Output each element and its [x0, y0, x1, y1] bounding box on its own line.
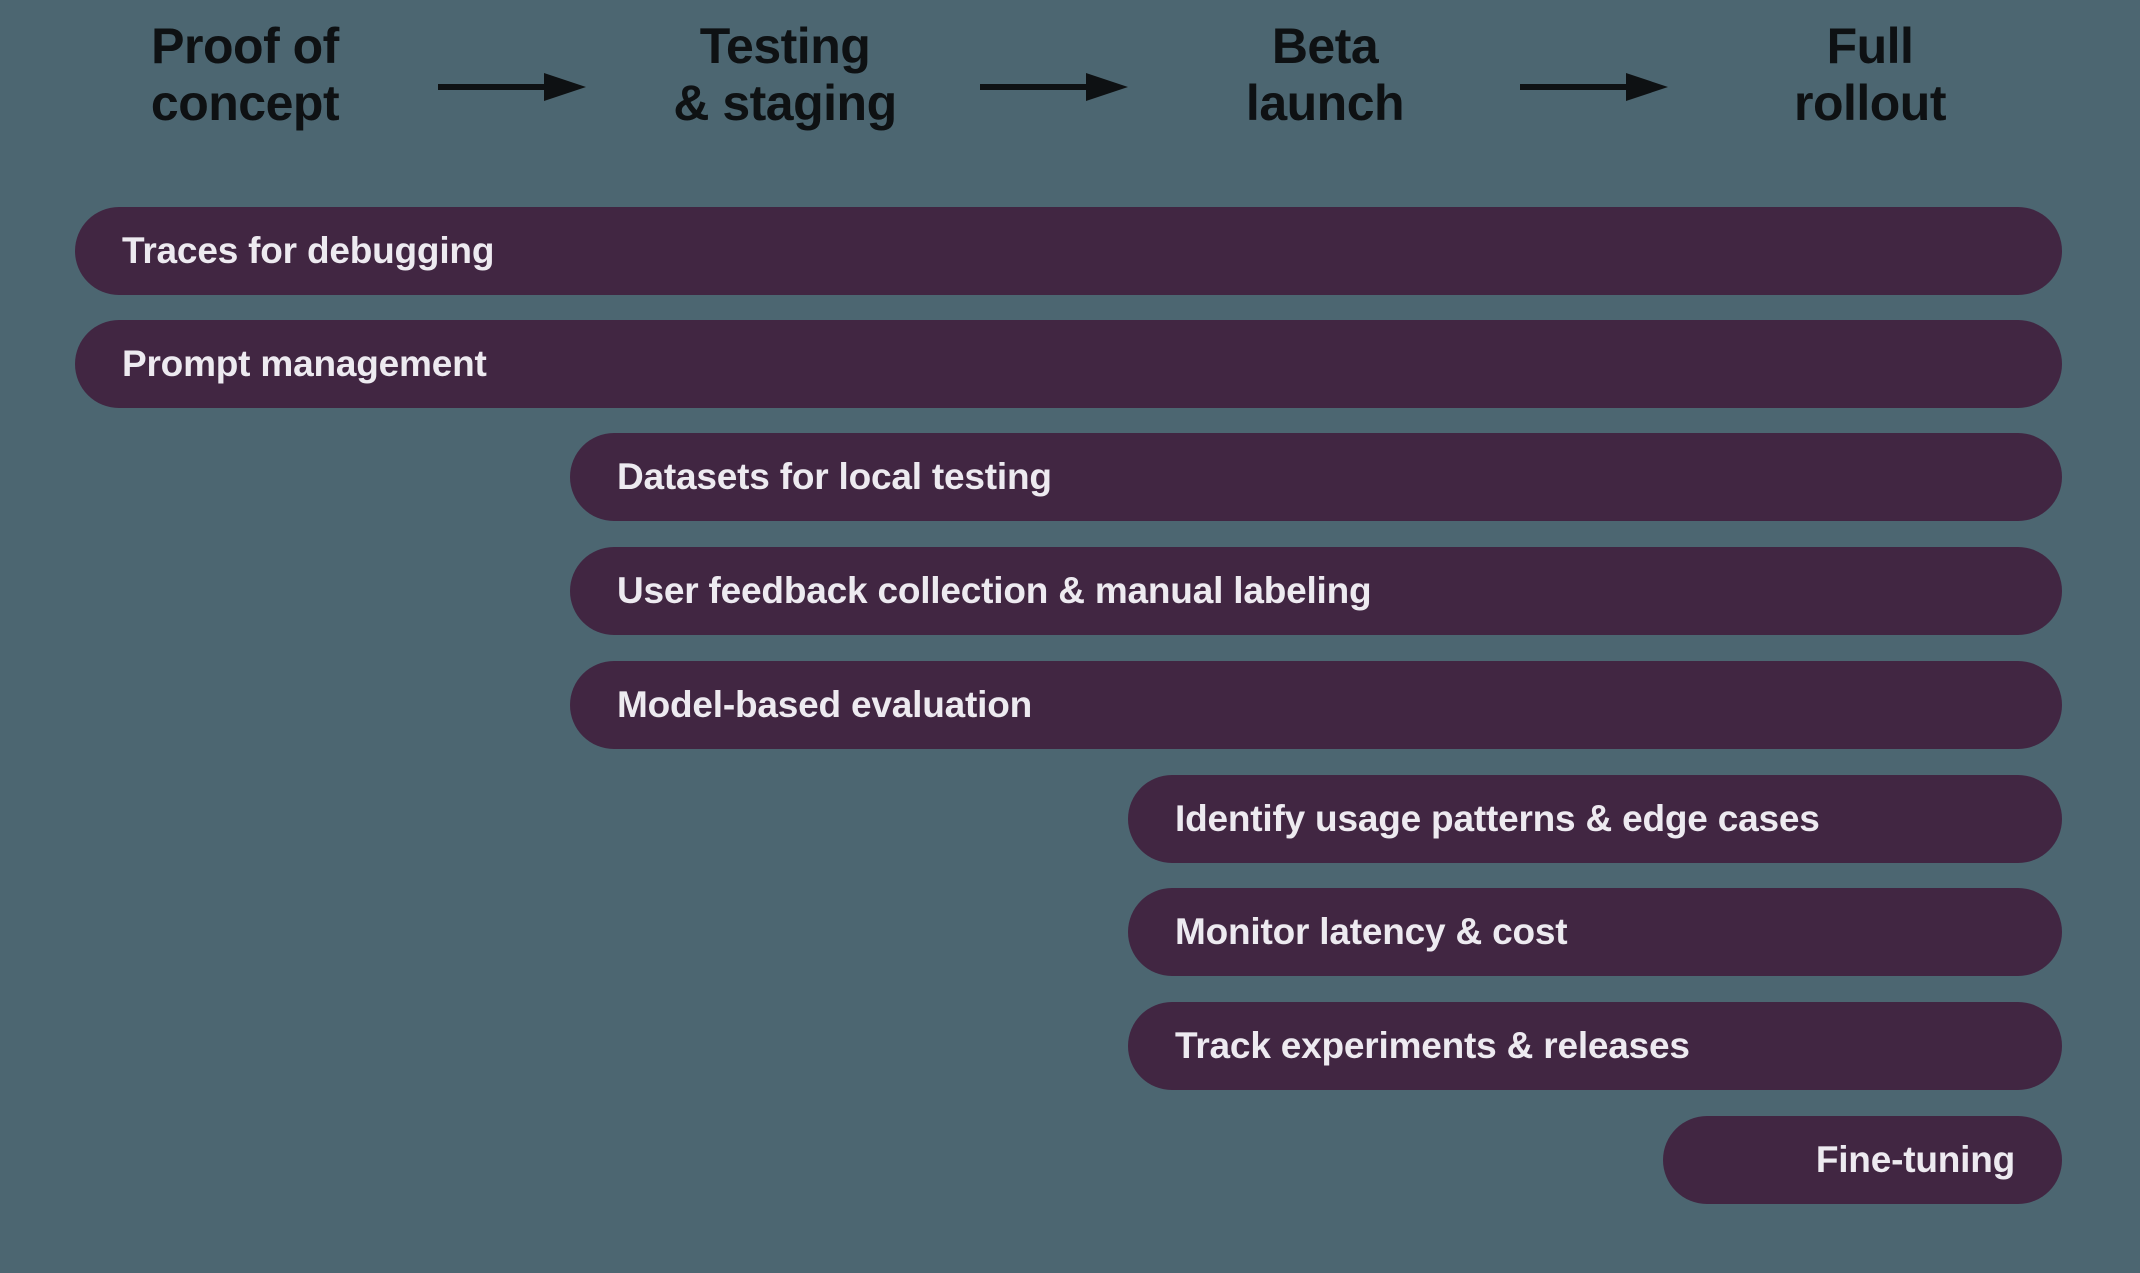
capability-bar-traces-for-debugging[interactable]: Traces for debugging: [75, 207, 2062, 295]
capability-bar-user-feedback-collection[interactable]: User feedback collection & manual labeli…: [570, 547, 2062, 635]
phase-label-testing-and-staging: Testing & staging: [615, 18, 955, 131]
phase-label-line1: Proof of: [151, 18, 339, 74]
capability-bar-label: Traces for debugging: [122, 230, 495, 271]
capability-bar-track-experiments-and-releases[interactable]: Track experiments & releases: [1128, 1002, 2062, 1090]
phase-label-line2: concept: [150, 74, 340, 131]
phase-header-row: Proof of concept Testing & staging Beta …: [0, 0, 2140, 175]
capability-bar-identify-usage-patterns[interactable]: Identify usage patterns & edge cases: [1128, 775, 2062, 863]
phase-label-line2: rollout: [1793, 74, 1947, 131]
arrow-beta-to-rollout-icon: [1520, 72, 1668, 102]
arrow-poc-to-testing-icon: [438, 72, 586, 102]
capability-bar-label: Monitor latency & cost: [1175, 911, 1568, 952]
capability-bar-label: Identify usage patterns & edge cases: [1175, 798, 1820, 839]
capability-bar-label: User feedback collection & manual labeli…: [617, 570, 1372, 611]
capability-bar-label: Model-based evaluation: [617, 684, 1033, 725]
phase-label-line2: & staging: [673, 74, 897, 131]
capability-bar-monitor-latency-and-cost[interactable]: Monitor latency & cost: [1128, 888, 2062, 976]
phase-label-line1: Beta: [1271, 18, 1379, 74]
phase-label-full-rollout: Full rollout: [1700, 18, 2040, 131]
capability-bar-datasets-for-local-testing[interactable]: Datasets for local testing: [570, 433, 2062, 521]
arrow-testing-to-beta-icon: [980, 72, 1128, 102]
capability-bar-label: Fine-tuning: [1815, 1139, 2015, 1180]
capability-bar-label: Prompt management: [122, 343, 487, 384]
capability-bar-label: Track experiments & releases: [1175, 1025, 1690, 1066]
phase-label-proof-of-concept: Proof of concept: [75, 18, 415, 131]
phase-label-line1: Testing: [699, 18, 871, 74]
capability-bar-model-based-evaluation[interactable]: Model-based evaluation: [570, 661, 2062, 749]
phase-label-line1: Full: [1826, 18, 1914, 74]
capability-bar-prompt-management[interactable]: Prompt management: [75, 320, 2062, 408]
capability-bar-fine-tuning[interactable]: Fine-tuning: [1663, 1116, 2062, 1204]
phase-label-line2: launch: [1245, 74, 1405, 131]
capability-bar-label: Datasets for local testing: [617, 456, 1052, 497]
phase-label-beta-launch: Beta launch: [1155, 18, 1495, 131]
